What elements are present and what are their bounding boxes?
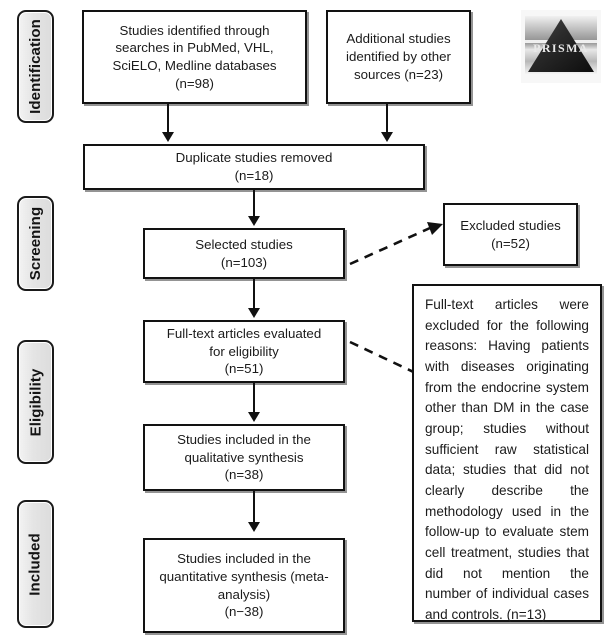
arrowhead-qualitative-to-quantitative bbox=[248, 522, 260, 532]
box-duplicates-removed-text: Duplicate studies removed (n=18) bbox=[175, 150, 333, 183]
arrowhead-fulltext-to-qualitative bbox=[248, 412, 260, 422]
stage-label-identification: Identification bbox=[17, 10, 54, 123]
connector-selected-to-excluded bbox=[349, 222, 443, 266]
stage-label-eligibility: Eligibility bbox=[17, 340, 54, 464]
box-records-other-sources: Additional studies identified by other s… bbox=[326, 10, 471, 104]
box-excluded-studies-text: Excluded studies (n=52) bbox=[460, 217, 561, 251]
stage-label-eligibility-text: Eligibility bbox=[27, 368, 44, 436]
box-selected-studies-text: Selected studies (n=103) bbox=[195, 236, 293, 270]
stage-label-included: Included bbox=[17, 500, 54, 628]
box-excluded-studies: Excluded studies (n=52) bbox=[443, 203, 578, 266]
arrowhead-databases-to-duplicates bbox=[162, 132, 174, 142]
arrowhead-duplicates-to-selected bbox=[248, 216, 260, 226]
box-qualitative-synthesis: Studies included in the qualitative synt… bbox=[143, 424, 345, 491]
box-fulltext-assessed: Full-text articles evaluated for eligibi… bbox=[143, 320, 345, 383]
box-selected-studies: Selected studies (n=103) bbox=[143, 228, 345, 279]
arrowhead-selected-to-fulltext bbox=[248, 308, 260, 318]
connector-duplicates-to-selected bbox=[253, 190, 255, 217]
connector-qualitative-to-quantitative bbox=[253, 491, 255, 523]
stage-label-identification-text: Identification bbox=[27, 19, 45, 114]
prisma-logo-graphic: PRISMA bbox=[521, 10, 601, 83]
box-quantitative-synthesis-text: Studies included in the quantitative syn… bbox=[159, 551, 329, 620]
box-records-identified-databases: Studies identified through searches in P… bbox=[82, 10, 307, 104]
connector-databases-to-duplicates bbox=[167, 104, 169, 134]
connector-other-sources-to-duplicates bbox=[386, 104, 388, 134]
prisma-logo: PRISMA bbox=[521, 10, 601, 83]
prisma-logo-text: PRISMA bbox=[533, 41, 589, 55]
connector-selected-to-fulltext bbox=[253, 279, 255, 309]
box-records-identified-databases-text: Studies identified through searches in P… bbox=[112, 22, 277, 91]
stage-label-screening-text: Screening bbox=[27, 206, 44, 281]
box-fulltext-assessed-text: Full-text articles evaluated for eligibi… bbox=[166, 326, 322, 377]
box-quantitative-synthesis: Studies included in the quantitative syn… bbox=[143, 538, 345, 633]
stage-label-included-text: Included bbox=[27, 532, 45, 596]
box-records-other-sources-text: Additional studies identified by other s… bbox=[346, 31, 451, 82]
box-fulltext-excluded-reasons-text: Full-text articles were excluded for the… bbox=[425, 297, 589, 622]
arrowhead-other-sources-to-duplicates bbox=[381, 132, 393, 142]
box-qualitative-synthesis-text: Studies included in the qualitative synt… bbox=[177, 431, 311, 483]
box-duplicates-removed: Duplicate studies removed (n=18) bbox=[83, 144, 425, 190]
box-fulltext-excluded-reasons: Full-text articles were excluded for the… bbox=[412, 284, 602, 622]
stage-label-screening: Screening bbox=[17, 196, 54, 291]
connector-fulltext-to-qualitative bbox=[253, 383, 255, 413]
